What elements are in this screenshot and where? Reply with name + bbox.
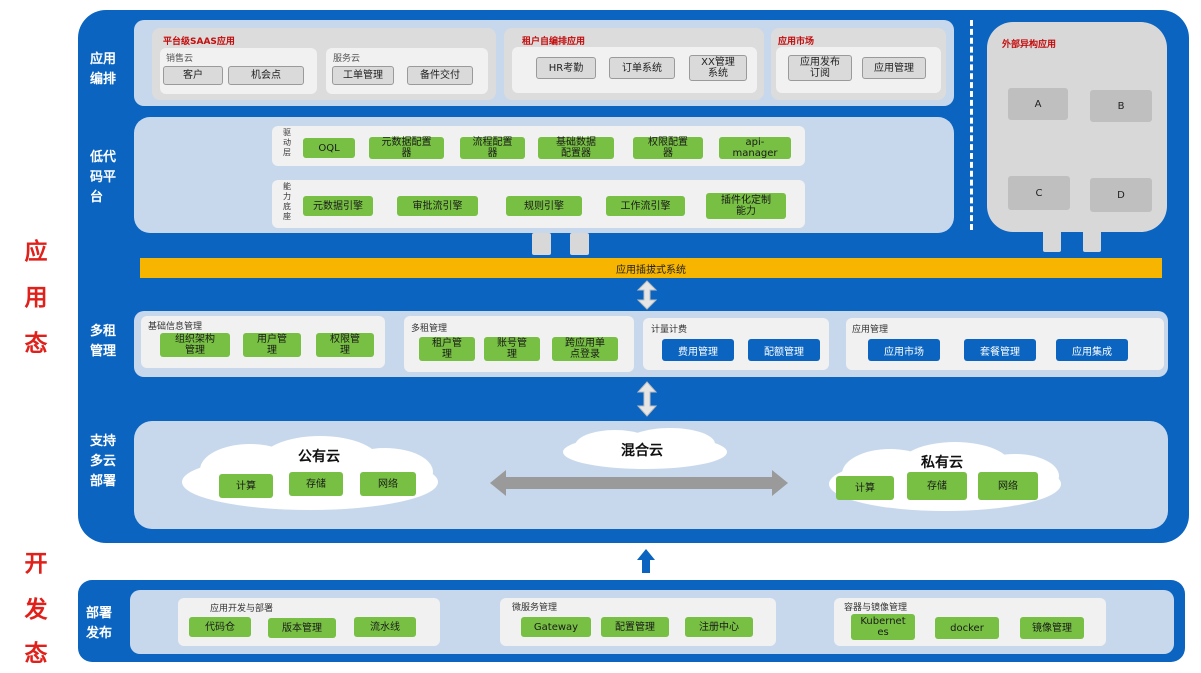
hr-attendance-button[interactable]: HR考勤 [536, 57, 596, 79]
metadata-engine-button[interactable]: 元数据引擎 [303, 196, 373, 216]
oql-button[interactable]: OQL [303, 138, 355, 158]
customer-button[interactable]: 客户 [163, 66, 223, 85]
version-mgmt-button[interactable]: 版本管理 [268, 618, 336, 638]
container-title: 容器与镜像管理 [844, 603, 908, 613]
row-label-deploy: 部署 发布 [86, 606, 113, 641]
side-char: 发 [24, 597, 48, 623]
metadata-config-button[interactable]: 元数据配置 器 [369, 137, 444, 159]
public-cloud-title: 公有云 [298, 449, 340, 465]
public-compute[interactable]: 计算 [219, 474, 273, 498]
sales-cloud-title: 销售云 [166, 54, 194, 64]
up-arrow-icon [637, 549, 655, 573]
base-data-config-button[interactable]: 基础数据 配置器 [538, 137, 614, 159]
app-market-button[interactable]: 应用市场 [868, 339, 940, 361]
external-app-a[interactable]: A [1008, 88, 1068, 120]
fee-mgmt-button[interactable]: 费用管理 [662, 339, 734, 361]
hybrid-cloud-title: 混合云 [621, 443, 663, 459]
pipeline-button[interactable]: 流水线 [354, 617, 416, 637]
permission-mgmt-button[interactable]: 权限管 理 [316, 333, 374, 357]
plugin-system-bar: 应用插拔式系统 [140, 258, 1162, 278]
dashed-separator [970, 20, 973, 230]
side-char: 开 [24, 551, 48, 577]
image-mgmt-button[interactable]: 镜像管理 [1020, 617, 1084, 639]
external-apps-title: 外部异构应用 [1002, 40, 1057, 50]
app-publish-button[interactable]: 应用发布 订阅 [788, 55, 852, 81]
hybrid-cloud-icon [563, 428, 727, 469]
external-app-b[interactable]: B [1090, 90, 1152, 122]
row-label-tenant: 多租 管理 [90, 324, 117, 359]
bidirectional-arrow-icon [490, 470, 788, 496]
code-repo-button[interactable]: 代码仓 [189, 617, 251, 637]
external-app-d[interactable]: D [1090, 178, 1152, 212]
app-integration-button[interactable]: 应用集成 [1056, 339, 1128, 361]
saas-title: 平台级SAAS应用 [163, 37, 235, 47]
tenant-mgmt-button[interactable]: 租户管 理 [419, 337, 475, 361]
flow-config-button[interactable]: 流程配置 器 [460, 137, 525, 159]
xx-mgmt-button[interactable]: XX管理 系统 [689, 55, 747, 81]
double-arrow-icon [636, 381, 658, 417]
workflow-engine-button[interactable]: 工作流引擎 [606, 196, 685, 216]
public-storage[interactable]: 存储 [289, 472, 343, 496]
row-label-lowcode: 低代 码平 台 [90, 150, 117, 205]
plug-connector [1083, 230, 1101, 252]
private-network[interactable]: 网络 [978, 472, 1038, 500]
public-network[interactable]: 网络 [360, 472, 416, 496]
package-mgmt-button[interactable]: 套餐管理 [964, 339, 1036, 361]
basic-info-title: 基础信息管理 [148, 322, 203, 332]
plug-connector [532, 233, 551, 255]
row-label-cloud: 支持 多云 部署 [90, 434, 117, 489]
microservice-title: 微服务管理 [512, 603, 558, 613]
opportunity-button[interactable]: 机会点 [228, 66, 304, 85]
user-mgmt-button[interactable]: 用户管 理 [243, 333, 301, 357]
billing-title: 计量计费 [651, 325, 688, 335]
account-mgmt-button[interactable]: 账号管 理 [484, 337, 540, 361]
dev-deploy-title: 应用开发与部署 [210, 604, 274, 614]
docker-button[interactable]: docker [935, 617, 999, 639]
config-mgmt-button[interactable]: 配置管理 [601, 617, 669, 637]
approval-engine-button[interactable]: 审批流引擎 [397, 196, 478, 216]
side-char: 应 [24, 239, 48, 265]
double-arrow-icon [636, 280, 658, 310]
plug-connector [570, 233, 589, 255]
engine-base-label: 能 力 底 座 [283, 182, 291, 221]
org-mgmt-button[interactable]: 组织架构 管理 [160, 333, 230, 357]
permission-config-button[interactable]: 权限配置 器 [633, 137, 703, 159]
private-storage[interactable]: 存储 [907, 472, 967, 500]
ticket-mgmt-button[interactable]: 工单管理 [332, 66, 394, 85]
app-management-button[interactable]: 应用管理 [862, 57, 926, 79]
tenant-apps-title: 租户自编排应用 [522, 37, 586, 47]
app-market-title: 应用市场 [778, 37, 815, 47]
app-mgmt-title: 应用管理 [852, 325, 889, 335]
multi-tenant-title: 多租管理 [411, 324, 448, 334]
service-cloud-title: 服务云 [333, 54, 361, 64]
sso-button[interactable]: 跨应用单 点登录 [552, 337, 618, 361]
quota-mgmt-button[interactable]: 配额管理 [748, 339, 820, 361]
private-cloud-title: 私有云 [921, 455, 963, 471]
external-app-c[interactable]: C [1008, 176, 1070, 210]
side-char: 态 [24, 641, 48, 667]
private-compute[interactable]: 计算 [836, 476, 894, 500]
side-char: 态 [24, 331, 48, 357]
kubernetes-button[interactable]: Kubernet es [851, 614, 915, 640]
plug-connector [1043, 230, 1061, 252]
plugin-custom-button[interactable]: 插件化定制 能力 [706, 193, 786, 219]
spare-delivery-button[interactable]: 备件交付 [407, 66, 473, 85]
drive-layer-label: 驱 动 层 [283, 128, 291, 157]
row-label-orchestration: 应用 编排 [90, 52, 117, 87]
rule-engine-button[interactable]: 规则引擎 [506, 196, 582, 216]
side-char: 用 [24, 285, 48, 311]
gateway-button[interactable]: Gateway [521, 617, 591, 637]
registry-button[interactable]: 注册中心 [685, 617, 753, 637]
api-manager-button[interactable]: api- manager [719, 137, 791, 159]
order-system-button[interactable]: 订单系统 [609, 57, 675, 79]
